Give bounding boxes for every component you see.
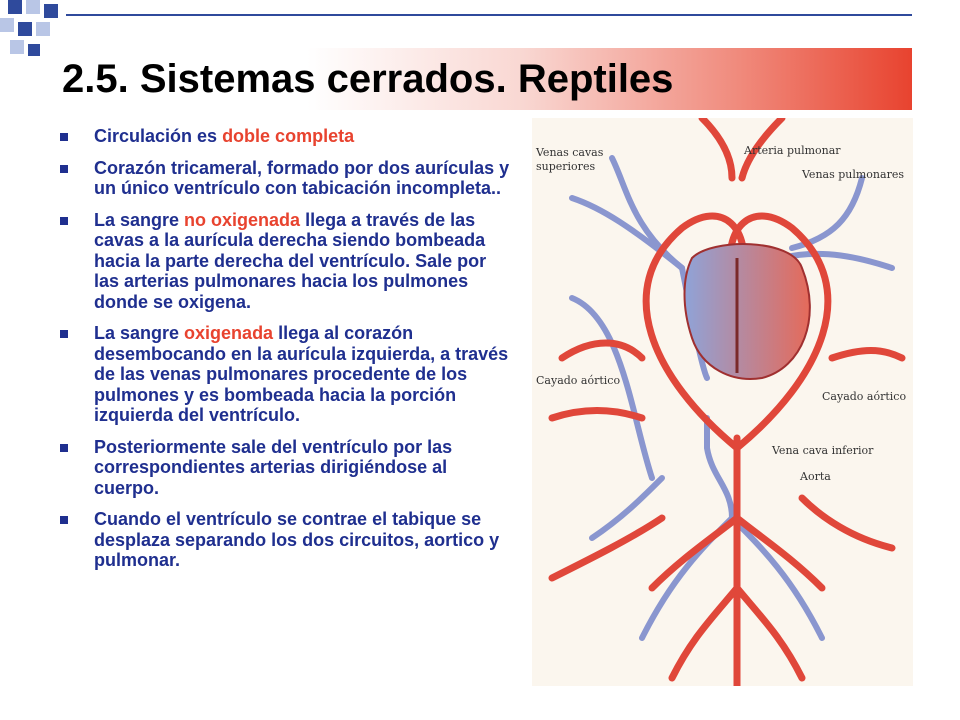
label-aorta: Aorta (799, 470, 831, 483)
bullet-item: La sangre no oxigenada llega a través de… (60, 210, 510, 313)
slide-title: 2.5. Sistemas cerrados. Reptiles (62, 57, 674, 101)
bullet-marker-icon (60, 216, 68, 225)
bullet-text: La sangre (94, 209, 185, 230)
label-venas-cavas: Venas cavas (535, 146, 604, 159)
label-cayado-aortico-left: Cayado aórtico (536, 374, 620, 387)
bullet-item: La sangre oxigenada llega al corazón des… (60, 323, 510, 426)
bullet-marker-icon (60, 443, 68, 452)
bullet-text: Posteriormente sale del ventrículo por l… (94, 436, 453, 498)
highlight-text: doble completa (222, 126, 355, 146)
highlight-text: no oxigenada (184, 209, 301, 230)
bullet-marker-icon (60, 164, 68, 173)
title-bar (48, 48, 912, 110)
bullet-item: Corazón tricameral, formado por dos aurí… (60, 158, 510, 199)
bullet-text: Corazón tricameral, formado por dos aurí… (94, 157, 510, 199)
label-superiores: superiores (536, 160, 595, 173)
bullet-item: Cuando el ventrículo se contrae el tabiq… (60, 509, 510, 571)
artery-network (548, 118, 906, 686)
bullet-item: Posteriormente sale del ventrículo por l… (60, 437, 510, 499)
bullet-marker-icon (60, 330, 68, 338)
label-cayado-aortico-right: Cayado aórtico (822, 390, 906, 403)
bullet-marker-icon (60, 133, 68, 141)
highlight-text: oxigenada (184, 323, 274, 343)
bullet-text: llega a través de las cavas a la aurícul… (94, 209, 487, 312)
bullet-item: Circulación es doble completa (60, 126, 510, 147)
bullet-text: Cuando el ventrículo se contrae el tabiq… (94, 509, 500, 570)
heart-circulation-diagram: Venas cavas superiores Arteria pulmonar … (532, 118, 913, 686)
bullet-marker-icon (60, 516, 68, 524)
bullet-text: La sangre (94, 323, 185, 343)
label-arteria-pulmonar: Arteria pulmonar (743, 144, 841, 157)
bullet-text: llega al corazón desembocando en la aurí… (94, 323, 509, 425)
label-vena-cava-inferior: Vena cava inferior (771, 444, 874, 457)
label-venas-pulmonares: Venas pulmonares (801, 168, 904, 181)
bullet-text: Circulación es (94, 126, 223, 146)
heart (683, 243, 811, 380)
vein-network (569, 155, 895, 641)
